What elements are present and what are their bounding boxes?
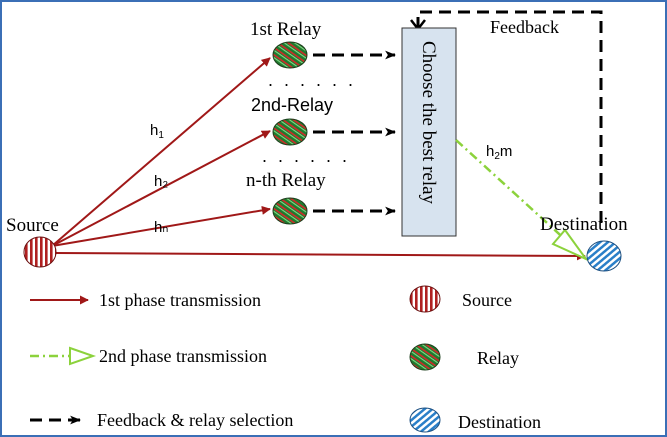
relay-dots-2: . . . . . . (262, 146, 350, 166)
legend: 1st phase transmission 2nd phase transmi… (30, 285, 541, 433)
legend-second-phase-label: 2nd phase transmission (99, 346, 267, 366)
legend-source-label: Source (462, 290, 512, 310)
relayn-label: n-th Relay (246, 170, 326, 191)
legend-destination-label: Destination (458, 412, 541, 432)
link-source-relayn (51, 205, 271, 247)
legend-destination-icon (409, 407, 441, 433)
channel-label-h2: h₂ (154, 173, 168, 190)
relay2-label: 2nd-Relay (251, 95, 333, 115)
channel-label-h1: h1 (150, 122, 164, 141)
legend-second-phase-arrowhead (69, 346, 97, 366)
relay1-node (272, 41, 308, 69)
legend-source-icon (409, 285, 441, 313)
second-phase-arrowhead (551, 228, 590, 262)
source-node (23, 236, 57, 268)
legend-first-phase-label: 1st phase transmission (99, 290, 261, 310)
link-source-destination (54, 251, 586, 261)
link-source-relay1 (51, 57, 271, 247)
destination-node (586, 240, 622, 272)
link-source-relay2 (51, 130, 271, 247)
relayn-node (272, 197, 308, 225)
channel-label-hn: hₙ (154, 219, 168, 236)
relay2-node (272, 118, 308, 146)
feedback-label: Feedback (490, 17, 559, 37)
legend-relay-icon (409, 343, 441, 371)
legend-feedback-label: Feedback & relay selection (97, 410, 293, 430)
link-selector-destination (455, 139, 581, 254)
selector-box (401, 27, 457, 237)
relay1-label: 1st Relay (250, 19, 322, 40)
destination-label: Destination (540, 214, 628, 235)
legend-relay-label: Relay (477, 348, 519, 368)
relay-dots-1: . . . . . . (268, 70, 356, 90)
channel-label-h2m: h2m (486, 143, 512, 162)
feedback-path (416, 10, 603, 223)
selector-label: Choose the best relay (418, 41, 439, 205)
source-label: Source (6, 215, 59, 236)
